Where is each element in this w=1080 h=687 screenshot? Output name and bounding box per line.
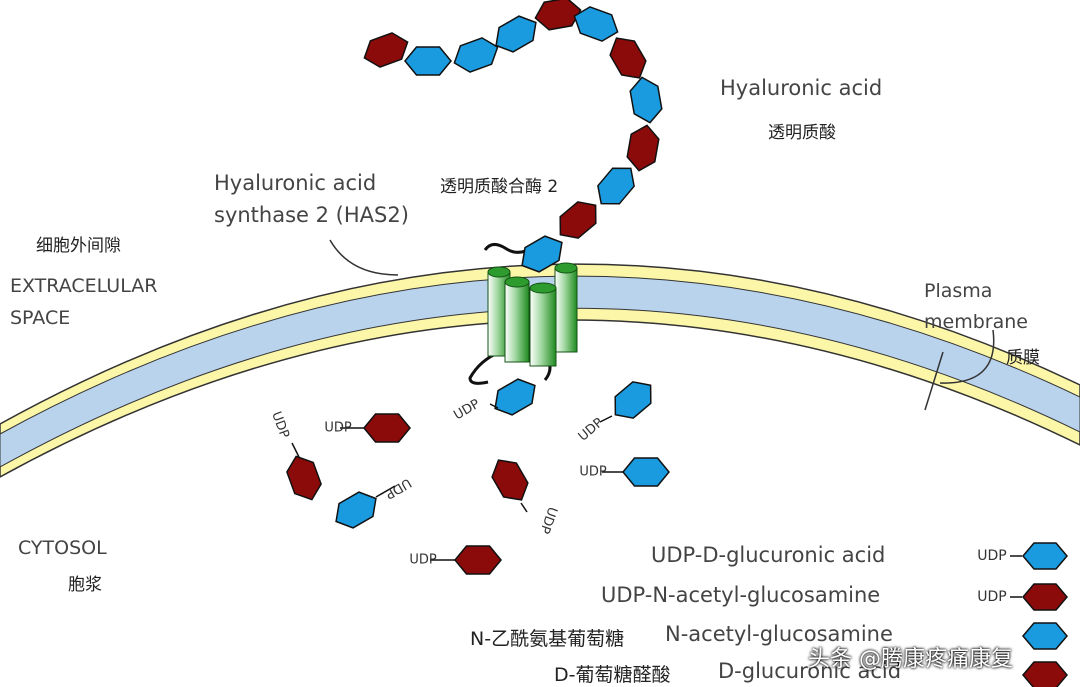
chain-unit-1: [404, 46, 452, 76]
legend-label-acetylglucosamine: N-acetyl-glucosamine: [665, 622, 893, 646]
legend-udp-text-0: UDP: [977, 548, 1006, 564]
udp-text-6: UDP: [536, 505, 560, 536]
udp-sugar-6: [491, 459, 529, 501]
cytosol-label: CYTOSOL: [18, 537, 107, 559]
chain-unit-9: [597, 167, 635, 205]
has2-pointer-line: [329, 239, 399, 276]
udp-text-0: UDP: [324, 421, 352, 436]
chain-unit-5: [573, 6, 619, 42]
has2-cn-label: 透明质酸合酶 2: [440, 177, 559, 197]
membrane-pointer-line: [939, 329, 995, 384]
hyaluronic-acid-label: Hyaluronic acid: [720, 76, 883, 100]
chain-unit-10: [559, 201, 597, 239]
hyaluronic-acid-cn-label: 透明质酸: [768, 123, 836, 143]
udp-sugar-1: [286, 455, 322, 501]
legend-udp-text-1: UDP: [977, 589, 1006, 605]
watermark: 头条 @腾康疼痛康复: [808, 647, 1013, 672]
udp-text-5: UDP: [579, 465, 607, 480]
udp-sugar-4: [614, 381, 652, 419]
legend-label-udp-acetylglucosamine: UDP-N-acetyl-glucosamine: [601, 583, 881, 607]
chain-unit-6: [609, 37, 647, 79]
udp-link-4: [599, 415, 613, 423]
udp-text-4: UDP: [576, 415, 607, 444]
extracellular-cn-label: 细胞外间隙: [36, 236, 121, 256]
udp-link-2: [375, 485, 396, 498]
has2-label-line2: synthase 2 (HAS2): [214, 203, 409, 227]
legend-prefix-glucuronic-cn: D-葡萄糖醛酸: [554, 664, 671, 686]
chain-unit-8: [626, 124, 660, 172]
plasma-membrane-label-line1: Plasma: [924, 280, 993, 302]
plasma-membrane-inner: [0, 275, 1080, 468]
legend-label-udp-glucuronic: UDP-D-glucuronic acid: [651, 543, 886, 567]
udp-link-1: [291, 442, 300, 458]
udp-sugar-7: [454, 545, 502, 575]
udp-link-6: [520, 502, 528, 513]
plasma-membrane-label-line2: membrane: [924, 311, 1028, 333]
plasma-membrane-cn-label: 质膜: [1006, 348, 1040, 368]
udp-sugar-3: [494, 378, 536, 416]
udp-sugar-5: [622, 457, 670, 487]
cytosol-cn-label: 胞浆: [68, 575, 102, 595]
extracellular-label-line1: EXTRACELULAR: [10, 275, 158, 297]
has2-label-line1: Hyaluronic acid: [214, 171, 377, 195]
udp-text-7: UDP: [409, 553, 437, 568]
legend-prefix-acetylglucosamine-cn: N-乙酰氨基葡萄糖: [470, 628, 625, 650]
udp-sugar-0: [363, 413, 411, 443]
udp-sugar-2: [335, 491, 377, 529]
has2-protein: [487, 262, 578, 367]
legend-icon-2: [1022, 622, 1068, 650]
chain-unit-3: [495, 15, 537, 53]
legend-icon-1: [1022, 583, 1068, 611]
hyaluronic-acid-chain: [363, 0, 663, 273]
udp-sugar-group: UDP UDP UDP UDP UDP UDP UDP UDP: [268, 378, 670, 575]
chain-unit-0: [363, 32, 409, 68]
udp-text-1: UDP: [268, 410, 292, 441]
legend-label-glucuronic: D-glucuronic acid: [718, 659, 902, 683]
legend-icon-3: [1022, 661, 1068, 687]
membrane-cross-line: [924, 351, 944, 411]
chain-unit-2: [453, 37, 499, 73]
udp-link-3: [489, 403, 499, 409]
chain-unit-7: [629, 76, 663, 124]
chain-unit-4: [534, 0, 582, 31]
chain-unit-11: [521, 235, 563, 273]
legend-icon-0: [1022, 542, 1068, 570]
udp-text-3: UDP: [451, 397, 482, 424]
extracellular-label-line2: SPACE: [10, 307, 71, 329]
udp-text-2: UDP: [382, 475, 413, 502]
legend-icons: UDP UDP: [977, 542, 1068, 687]
